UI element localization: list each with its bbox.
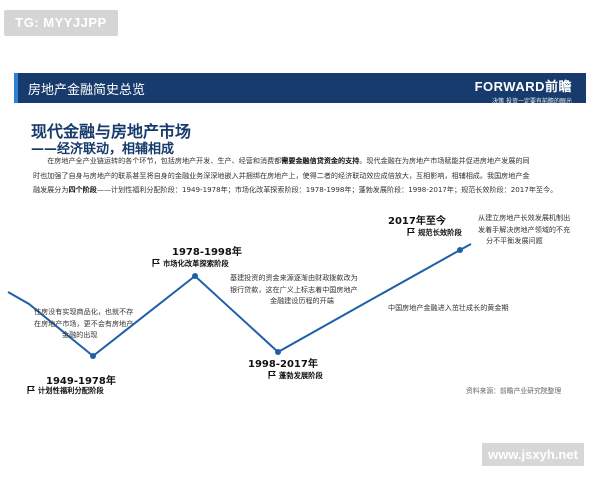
page-subtitle: ——经济联动，相辅相成 <box>31 142 175 157</box>
stage-2-description: 基建投资的资金来源逐渐由财政拨款改为 银行贷款，这在广义上标志着中国房地产 金融… <box>230 273 358 305</box>
stage-3-years: 1998-2017年 <box>248 359 318 370</box>
stage-3-description: 中国房地产金融进入茁壮成长的黄金期 <box>388 303 509 312</box>
stage-node-1 <box>90 353 96 359</box>
stage-3-label: 蓬勃发展阶段 <box>268 371 323 381</box>
intro-bold-phrase: 需要金融信贷资金的支持 <box>281 156 360 165</box>
stage-2-label: 市场化改革探索阶段 <box>152 259 229 269</box>
brand-name: FORWARD前瞻 <box>474 79 572 94</box>
timeline-line <box>7 243 472 358</box>
intro-line-2: 时也加强了自身与房地产的联系甚至将自身的金融业务深深地嵌入并捆绑在房地产上，使得… <box>33 170 530 180</box>
stage-2-years: 1978-1998年 <box>172 247 242 258</box>
brand-logo: FORWARD前瞻 决策 投资一定要有前瞻的眼光 <box>475 76 572 105</box>
stage-4-description: 从建立房地产长效发展机制出 发着手解决房地产领域的不充 分不平衡发展问题 <box>478 213 571 245</box>
stage-4-label: 规范长效阶段 <box>407 228 462 238</box>
stage-node-3 <box>275 349 281 355</box>
stage-node-2 <box>192 273 198 279</box>
header-accent-stripe <box>14 73 18 103</box>
intro-line-1: 在房地产全产业链运转的各个环节，包括房地产开发、生产、经营和消费都需要金融信贷资… <box>47 156 530 165</box>
stage-1-label: 计划性福利分配阶段 <box>27 386 104 396</box>
stage-1-description: 住房没有实现商品化，也就不存 在房地产市场，更不会有房地产 金融的出现 <box>34 307 134 339</box>
stage-4-years: 2017年至今 <box>388 216 446 227</box>
header-bar: 房地产金融简史总览 FORWARD前瞻 决策 投资一定要有前瞻的眼光 <box>14 73 586 105</box>
flag-icon <box>152 259 160 267</box>
intro-paragraph: 在房地产全产业链运转的各个环节，包括房地产开发、生产、经营和消费都需要金融信贷资… <box>33 154 579 198</box>
flag-icon <box>407 228 415 236</box>
watermark-text: www.jsxyh.net <box>488 447 578 462</box>
flag-icon <box>268 371 276 379</box>
stage-1-years: 1949-1978年 <box>46 376 116 387</box>
source-note: 资料来源：前瞻产业研究院整理 <box>466 387 562 395</box>
stage-node-4 <box>457 247 463 253</box>
intro-bold-stages: 四个阶段 <box>68 185 97 195</box>
watermark: www.jsxyh.net <box>482 443 584 466</box>
page-title: 现代金融与房地产市场 <box>31 122 192 141</box>
tg-badge-text: TG: MYYJJPP <box>15 15 107 30</box>
tg-badge: TG: MYYJJPP <box>4 10 118 36</box>
brand-slogan: 决策 投资一定要有前瞻的眼光 <box>492 98 572 105</box>
header-title: 房地产金融简史总览 <box>28 83 146 98</box>
flag-icon <box>27 386 35 394</box>
intro-line-3: 融发展分为四个阶段——计划性福利分配阶段：1949-1978年；市场化改革探索阶… <box>33 185 558 195</box>
